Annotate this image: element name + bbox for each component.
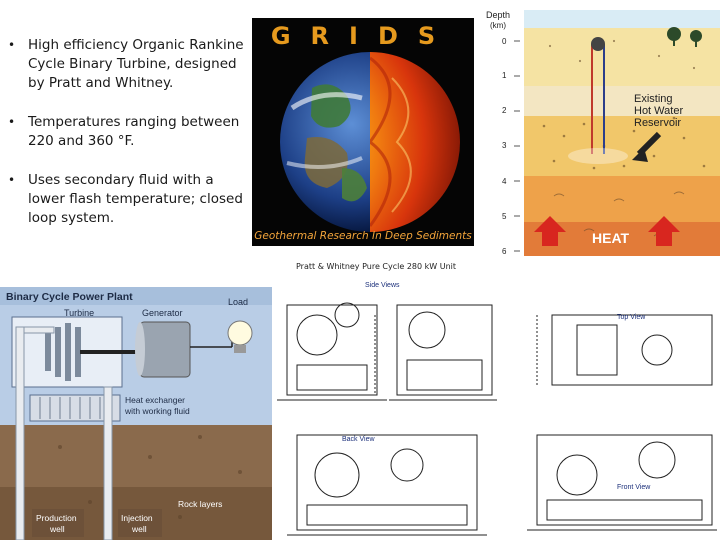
heat-exchanger-label: with working fluid	[124, 406, 190, 416]
heat-exchanger-label: Heat exchanger	[125, 395, 185, 405]
image-caption: Pratt & Whitney Pure Cycle 280 kW Unit	[296, 262, 457, 271]
production-well-label: Production	[36, 513, 77, 523]
turbine-label: Turbine	[64, 308, 94, 318]
heat-arrow-icon	[648, 216, 680, 246]
bullet-item: • Uses secondary fluid with a lower flash…	[0, 171, 250, 228]
top-view-drawing	[536, 314, 713, 386]
side-view-drawing	[277, 302, 497, 401]
earth-cutaway-illustration	[280, 52, 460, 232]
bullet-item: • High efficiency Organic Rankine Cycle B…	[0, 36, 250, 93]
reservoir-label: Existing	[634, 93, 673, 105]
plant-title: Binary Cycle Power Plant	[6, 291, 133, 303]
front-view-label: Front View	[617, 484, 651, 491]
grids-subtitle: Geothermal Research In Deep Sediments	[254, 230, 472, 242]
production-well-label: well	[49, 524, 65, 534]
depth-tick: 0	[502, 37, 507, 46]
front-view-drawing	[527, 434, 717, 531]
depth-tick: 3	[502, 141, 507, 150]
bullet-dot-icon: •	[8, 173, 16, 187]
generator-label: Generator	[142, 308, 183, 318]
rock-layers-label: Rock layers	[178, 499, 222, 509]
depth-reservoir-diagram: Depth (km) 0 1 2 3 4 5 6 Existing Hot Wa…	[486, 10, 720, 256]
reservoir-label: Reservoir	[634, 117, 681, 129]
lightbulb-icon	[227, 320, 253, 346]
grids-title: GRIDS	[270, 22, 456, 50]
wellhead-icon	[591, 37, 605, 51]
injection-well-pipe	[103, 386, 113, 540]
injection-well-label: Injection	[121, 513, 153, 523]
bullet-item: • Temperatures ranging between 220 and 36…	[0, 113, 250, 151]
technical-drawings: Side Views Top View Back View Front View	[277, 282, 717, 536]
back-view-drawing	[287, 434, 487, 536]
depth-axis: Depth (km) 0 1 2 3 4 5 6	[486, 10, 520, 256]
heat-label: HEAT	[592, 230, 630, 246]
injection-well-label: well	[131, 524, 147, 534]
depth-tick: 2	[502, 106, 507, 115]
grids-earth-image: GRIDS Geothermal Research In Deep Sedim	[252, 18, 474, 246]
axis-unit: (km)	[490, 21, 506, 30]
tree-icons	[667, 27, 702, 47]
bullet-text: Uses secondary fluid with a lower flash …	[28, 172, 243, 226]
axis-title: Depth	[486, 10, 510, 20]
depth-tick: 6	[502, 247, 507, 256]
reservoir-layer	[524, 116, 720, 176]
depth-tick: 5	[502, 212, 507, 221]
depth-tick: 1	[502, 71, 507, 80]
turbine-icon	[45, 323, 81, 381]
depth-tick: 4	[502, 177, 507, 186]
generator-icon	[139, 321, 191, 378]
reservoir-label: Hot Water	[634, 105, 683, 117]
bullet-list: • High efficiency Organic Rankine Cycle B…	[0, 36, 250, 248]
heat-arrow-icon	[534, 216, 566, 246]
bullet-text: Temperatures ranging between 220 and 360…	[28, 114, 240, 149]
production-well-pipe	[15, 326, 25, 540]
bullet-dot-icon: •	[8, 38, 16, 52]
load-label: Load	[228, 297, 248, 307]
back-view-label: Back View	[342, 436, 375, 443]
bullet-text: High efficiency Organic Rankine Cycle Bi…	[28, 37, 244, 91]
binary-cycle-plant-diagram: Binary Cycle Power Plant Turbine Generat…	[0, 287, 272, 540]
bullet-dot-icon: •	[8, 115, 16, 129]
top-view-label: Top View	[617, 314, 646, 321]
side-view-label: Side Views	[365, 282, 400, 289]
